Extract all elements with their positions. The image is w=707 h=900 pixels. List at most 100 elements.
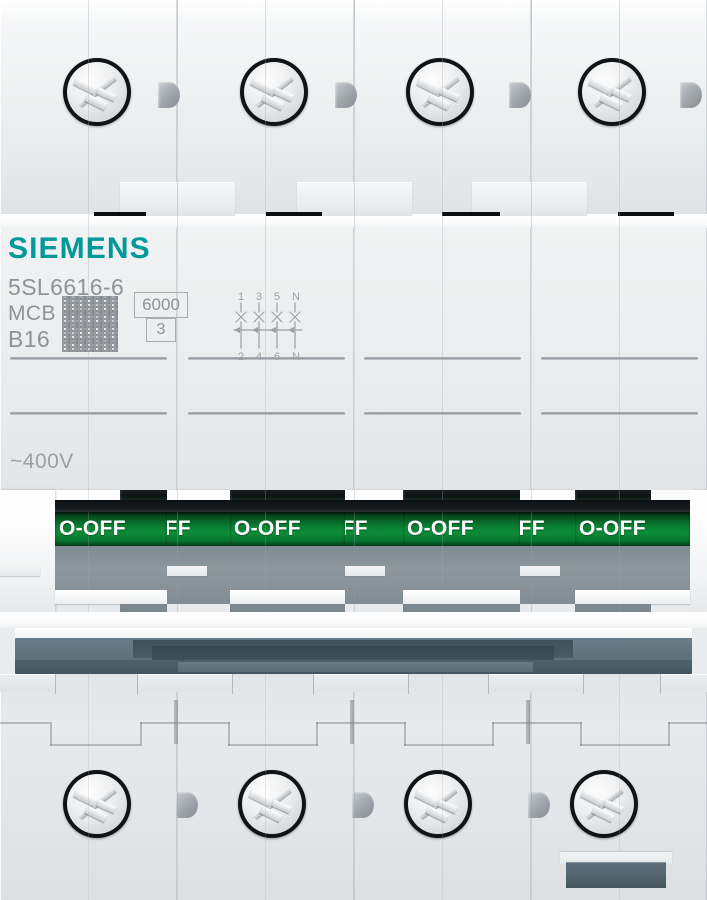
bottom-fin-1	[174, 700, 178, 744]
breaking-capacity-box: 6000	[134, 292, 188, 318]
schematic-top-terminal-3: 5	[274, 291, 280, 303]
toggle-cap-1	[55, 500, 167, 512]
off-strip-2[interactable]: O-OFF	[230, 512, 345, 546]
bottom-step-line-6	[492, 722, 582, 724]
device-type: MCB	[8, 302, 56, 325]
pole-subseam-2	[265, 0, 266, 900]
writing-line-1a	[10, 357, 167, 360]
switch-face-left-1	[0, 490, 55, 612]
rail-clip-slider-2[interactable]	[152, 646, 554, 662]
top-shoulder-3	[472, 182, 587, 216]
bottom-step-line-1	[50, 744, 140, 746]
writing-line-2a	[188, 357, 345, 360]
bottom-step-riser-3	[316, 722, 318, 746]
writing-line-3a	[364, 357, 521, 360]
bottom-step-riser-7	[668, 722, 670, 746]
terminal-screw-top-2[interactable]	[240, 58, 308, 126]
bottom-step-riser-2	[228, 722, 230, 746]
terminal-screw-bottom-1[interactable]	[63, 770, 131, 838]
bottom-step-line-0	[0, 722, 50, 724]
bottom-step-riser-6	[580, 722, 582, 746]
writing-line-4a	[541, 357, 698, 360]
latch-bump-bottom-3	[528, 792, 550, 818]
bottom-step-line-7	[580, 744, 670, 746]
top-white-band	[0, 216, 707, 228]
pole-seam-2	[354, 0, 355, 900]
pole-subseam-1	[88, 0, 89, 900]
toggle-ledge-1	[55, 590, 167, 604]
writing-line-1b	[10, 412, 167, 415]
bottom-fin-2	[350, 700, 354, 744]
rated-voltage: ~400V	[10, 450, 74, 473]
part-number: 5SL6616-6	[8, 274, 125, 300]
wiring-schematic-svg: 1 3 5 N 2 4 6 N	[233, 291, 303, 363]
bottom-step-riser-0	[50, 722, 52, 746]
schematic-top-terminal-2: 3	[256, 291, 262, 303]
bottom-notch-edge-5	[488, 674, 489, 694]
bottom-notch-4	[660, 674, 707, 692]
vent-slot-1	[94, 212, 146, 219]
off-strip-label-3: O-OFF	[407, 517, 474, 540]
terminal-screw-bottom-3[interactable]	[404, 770, 472, 838]
latch-bump-top-3	[509, 82, 531, 108]
bottom-notch-1	[137, 674, 232, 692]
schematic-top-terminal-1: 1	[238, 291, 244, 303]
writing-line-3b	[364, 412, 521, 415]
bottom-step-riser-1	[140, 722, 142, 746]
switch-face-right	[690, 490, 707, 612]
toggle-cap-3	[403, 500, 520, 512]
off-strip-1[interactable]: O-OFF	[55, 512, 167, 546]
bottom-step-line-5	[404, 744, 494, 746]
toggle-ledge-4	[575, 590, 690, 604]
energy-class-box: 3	[146, 318, 176, 342]
rail-clip-top	[15, 628, 692, 638]
data-matrix-icon	[62, 296, 118, 352]
terminal-screw-bottom-2[interactable]	[238, 770, 306, 838]
side-ledge-4	[520, 566, 560, 576]
toggle-cap-2	[230, 500, 345, 512]
terminal-screw-top-4[interactable]	[578, 58, 646, 126]
bottom-step-riser-4	[404, 722, 406, 746]
rail-clip-tongue[interactable]	[178, 662, 533, 672]
toggle-ledge-3	[403, 590, 520, 604]
bottom-step-line-2	[140, 722, 230, 724]
off-strip-label-4: O-OFF	[579, 517, 646, 540]
product-identification: 5SL6616-6 MCB B16	[8, 274, 124, 353]
bottom-step-line-8	[668, 722, 707, 724]
schematic-bottom-terminal-1: 2	[238, 351, 244, 362]
latch-bump-top-4	[680, 82, 702, 108]
pole-subseam-3	[442, 0, 443, 900]
writing-line-2b	[188, 412, 345, 415]
off-strip-4[interactable]: O-OFF	[575, 512, 690, 546]
din-clip-release-tab[interactable]	[566, 862, 666, 888]
rail-white-band	[0, 612, 707, 628]
siemens-logo: SIEMENS	[8, 232, 151, 265]
off-strip-3[interactable]: O-OFF	[403, 512, 520, 546]
toggle-cap-4	[575, 500, 690, 512]
trip-characteristic: B16	[8, 326, 51, 352]
bottom-notch-edge-7	[660, 674, 661, 694]
schematic-bottom-terminal-4: N	[292, 351, 300, 362]
vent-slot-2	[266, 212, 322, 219]
bottom-step-riser-5	[492, 722, 494, 746]
latch-bump-top-1	[158, 82, 180, 108]
pole-subseam-4	[619, 0, 620, 900]
pole-seam-3	[531, 0, 532, 900]
bottom-notch-edge-4	[408, 674, 409, 694]
terminal-screw-top-3[interactable]	[406, 58, 474, 126]
writing-line-4b	[541, 412, 698, 415]
side-ledge-3	[345, 566, 385, 576]
terminal-screw-top-1[interactable]	[63, 58, 131, 126]
bottom-notch-edge-0	[55, 674, 56, 694]
side-ledge-left	[0, 566, 40, 576]
pole-seam-1	[177, 0, 178, 900]
bottom-notch-edge-2	[232, 674, 233, 694]
vent-slot-3	[442, 212, 500, 219]
bottom-notch-edge-1	[137, 674, 138, 694]
schematic-bottom-terminal-2: 4	[256, 351, 262, 362]
off-strip-label-1: O-OFF	[59, 517, 126, 540]
terminal-screw-bottom-4[interactable]	[570, 770, 638, 838]
latch-bump-bottom-2	[352, 792, 374, 818]
